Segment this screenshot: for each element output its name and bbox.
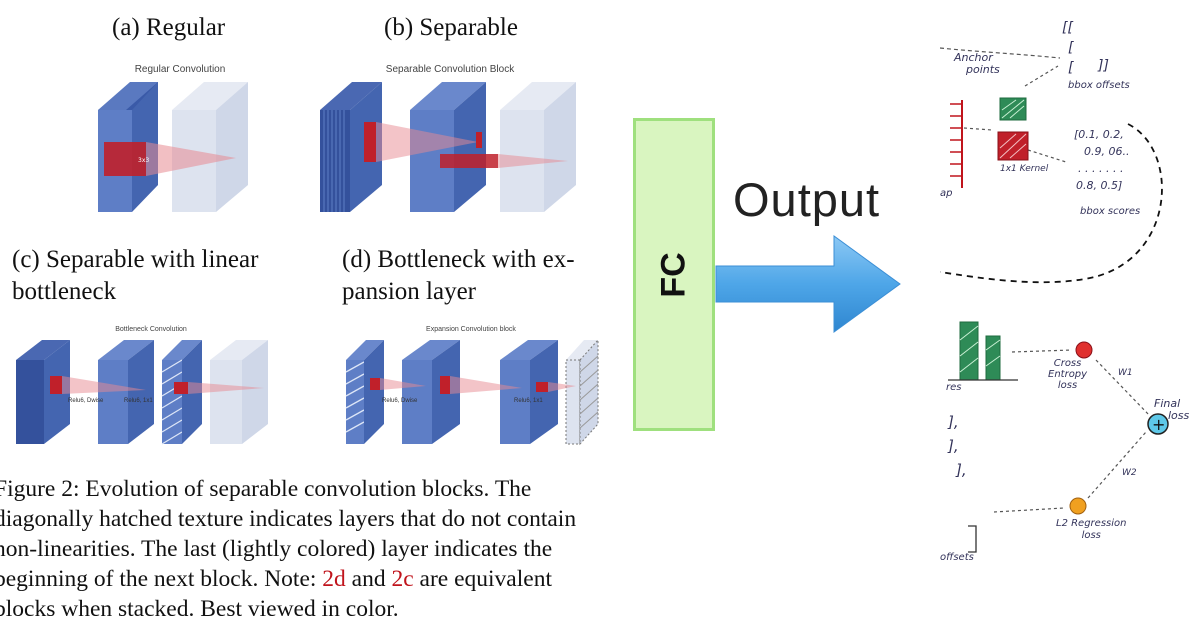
- w1-label: W1: [1118, 368, 1133, 378]
- detection-sketch: + Anchor points [[ [ [ ]] bbox offsets a…: [940, 0, 1200, 630]
- panel-c-label: (c) Separable with linear bottleneck: [12, 244, 292, 308]
- anchor-points-label: Anchor points: [954, 52, 1000, 76]
- figure-ref-2d-link[interactable]: 2d: [322, 566, 346, 592]
- figure-ref-2c-link[interactable]: 2c: [391, 566, 414, 592]
- expansion-conv-svg: [345, 338, 599, 446]
- figure-caption: Figure 2: Evolution of separable convolu…: [0, 474, 634, 624]
- panel-d-title: Expansion Convolution block: [426, 326, 516, 333]
- offsets-row-1: [[: [1062, 20, 1073, 36]
- panel-a-diagram: Regular Convolution 3x3: [70, 60, 290, 220]
- ce-line2: Entropy: [1048, 369, 1088, 380]
- regular-conv-svg: 3x3: [98, 82, 248, 212]
- scores-row-1: [0.1, 0.2,: [1074, 128, 1124, 141]
- panel-d-annotation-2: Relu6, 1x1: [514, 398, 543, 404]
- caption-line-1: Figure 2: Evolution of separable convolu…: [0, 476, 532, 502]
- scores-row-3: . . . . . . .: [1078, 162, 1124, 175]
- cross-entropy-label: Cross Entropy loss: [1048, 358, 1087, 391]
- offsets-row-2: [: [1068, 40, 1074, 56]
- ce-line1: Cross: [1053, 358, 1082, 369]
- caption-line-4-pre: beginning of the next block. Note:: [0, 566, 323, 592]
- scores-row-2: 0.9, 06..: [1084, 145, 1130, 158]
- l2-line2: loss: [1081, 530, 1101, 541]
- sketch-lines: +: [940, 47, 1169, 553]
- anchor-label-line2: points: [966, 63, 1000, 76]
- bbox-scores-label: bbox scores: [1080, 206, 1141, 217]
- w2-label: W2: [1122, 468, 1137, 478]
- panel-c-annotation-1: Relu6, Dwise: [68, 398, 104, 404]
- final-line2: loss: [1168, 409, 1190, 422]
- panel-b-label: (b) Separable: [384, 14, 518, 41]
- panel-c-label-line2: bottleneck: [12, 278, 117, 305]
- final-line1: Final: [1154, 397, 1181, 410]
- panel-c-diagram: Bottleneck Convolution Relu6, Dwise Relu…: [6, 322, 296, 446]
- fc-label: FC: [654, 251, 693, 298]
- output-arrow-icon: [715, 235, 901, 333]
- output-label: Output: [733, 173, 881, 226]
- bbox-offsets-label: bbox offsets: [1068, 80, 1130, 91]
- l2-regression-label: L2 Regression loss: [1056, 518, 1126, 542]
- panel-c-annotation-2: Relu6, 1x1: [124, 398, 153, 404]
- panel-b-title: Separable Convolution Block: [385, 64, 515, 75]
- l2-line1: L2 Regression: [1056, 518, 1127, 529]
- panel-a-title: Regular Convolution: [134, 64, 226, 75]
- kernel-label: 1x1 Kernel: [1000, 164, 1049, 174]
- anchor-label-line1: Anchor: [954, 51, 993, 64]
- panel-d-label: (d) Bottleneck with ex- pansion layer: [342, 244, 622, 308]
- separable-conv-svg: [320, 82, 576, 212]
- ce-line3: loss: [1057, 380, 1078, 391]
- offsets-close: ]]: [1098, 58, 1109, 74]
- panel-c-title: Bottleneck Convolution: [115, 326, 187, 333]
- svg-text:3x3: 3x3: [138, 157, 149, 164]
- caption-line-3: non-linearities. The last (lightly color…: [0, 536, 553, 562]
- caption-line-4-post: are equivalent: [413, 566, 552, 592]
- bracket-2: ],: [948, 437, 959, 455]
- scores-matrix: [0.1, 0.2, 0.9, 06.. . . . . . . . 0.8, …: [1074, 126, 1129, 194]
- offsets-matrix: [[ [ [: [1062, 18, 1073, 78]
- caption-line-4: beginning of the next block. Note: 2d an…: [0, 564, 634, 594]
- scores-row-4: 0.8, 0.5]: [1076, 179, 1123, 192]
- bracket-1: ],: [948, 413, 959, 431]
- fc-layer-box: FC: [633, 118, 715, 431]
- bottleneck-conv-svg: [16, 340, 268, 445]
- caption-line-2: diagonally hatched texture indicates lay…: [0, 506, 577, 532]
- panel-b-diagram: Separable Convolution Block: [300, 60, 600, 220]
- svg-text:+: +: [1152, 415, 1165, 434]
- bracket-list: ], ], ],: [948, 410, 967, 482]
- panel-a-label: (a) Regular: [112, 14, 226, 41]
- bracket-3: ],: [956, 461, 967, 479]
- offsets-row-3: [: [1068, 60, 1074, 76]
- offsets-label: offsets: [940, 552, 974, 563]
- scores-label: res: [946, 382, 962, 393]
- panel-d-annotation-1: Relu6, Dwise: [382, 398, 418, 404]
- panel-d-label-line2: pansion layer: [342, 278, 476, 305]
- panel-d-diagram: Expansion Convolution block Re: [336, 322, 626, 446]
- panel-d-label-line1: (d) Bottleneck with ex-: [342, 246, 575, 273]
- caption-line-5: blocks when stacked. Best viewed in colo…: [0, 596, 399, 622]
- panel-c-label-line1: (c) Separable with linear: [12, 246, 259, 273]
- final-loss-label: Final loss: [1154, 398, 1189, 422]
- caption-line-4-mid: and: [345, 566, 392, 592]
- feature-map-label: ap: [940, 188, 953, 199]
